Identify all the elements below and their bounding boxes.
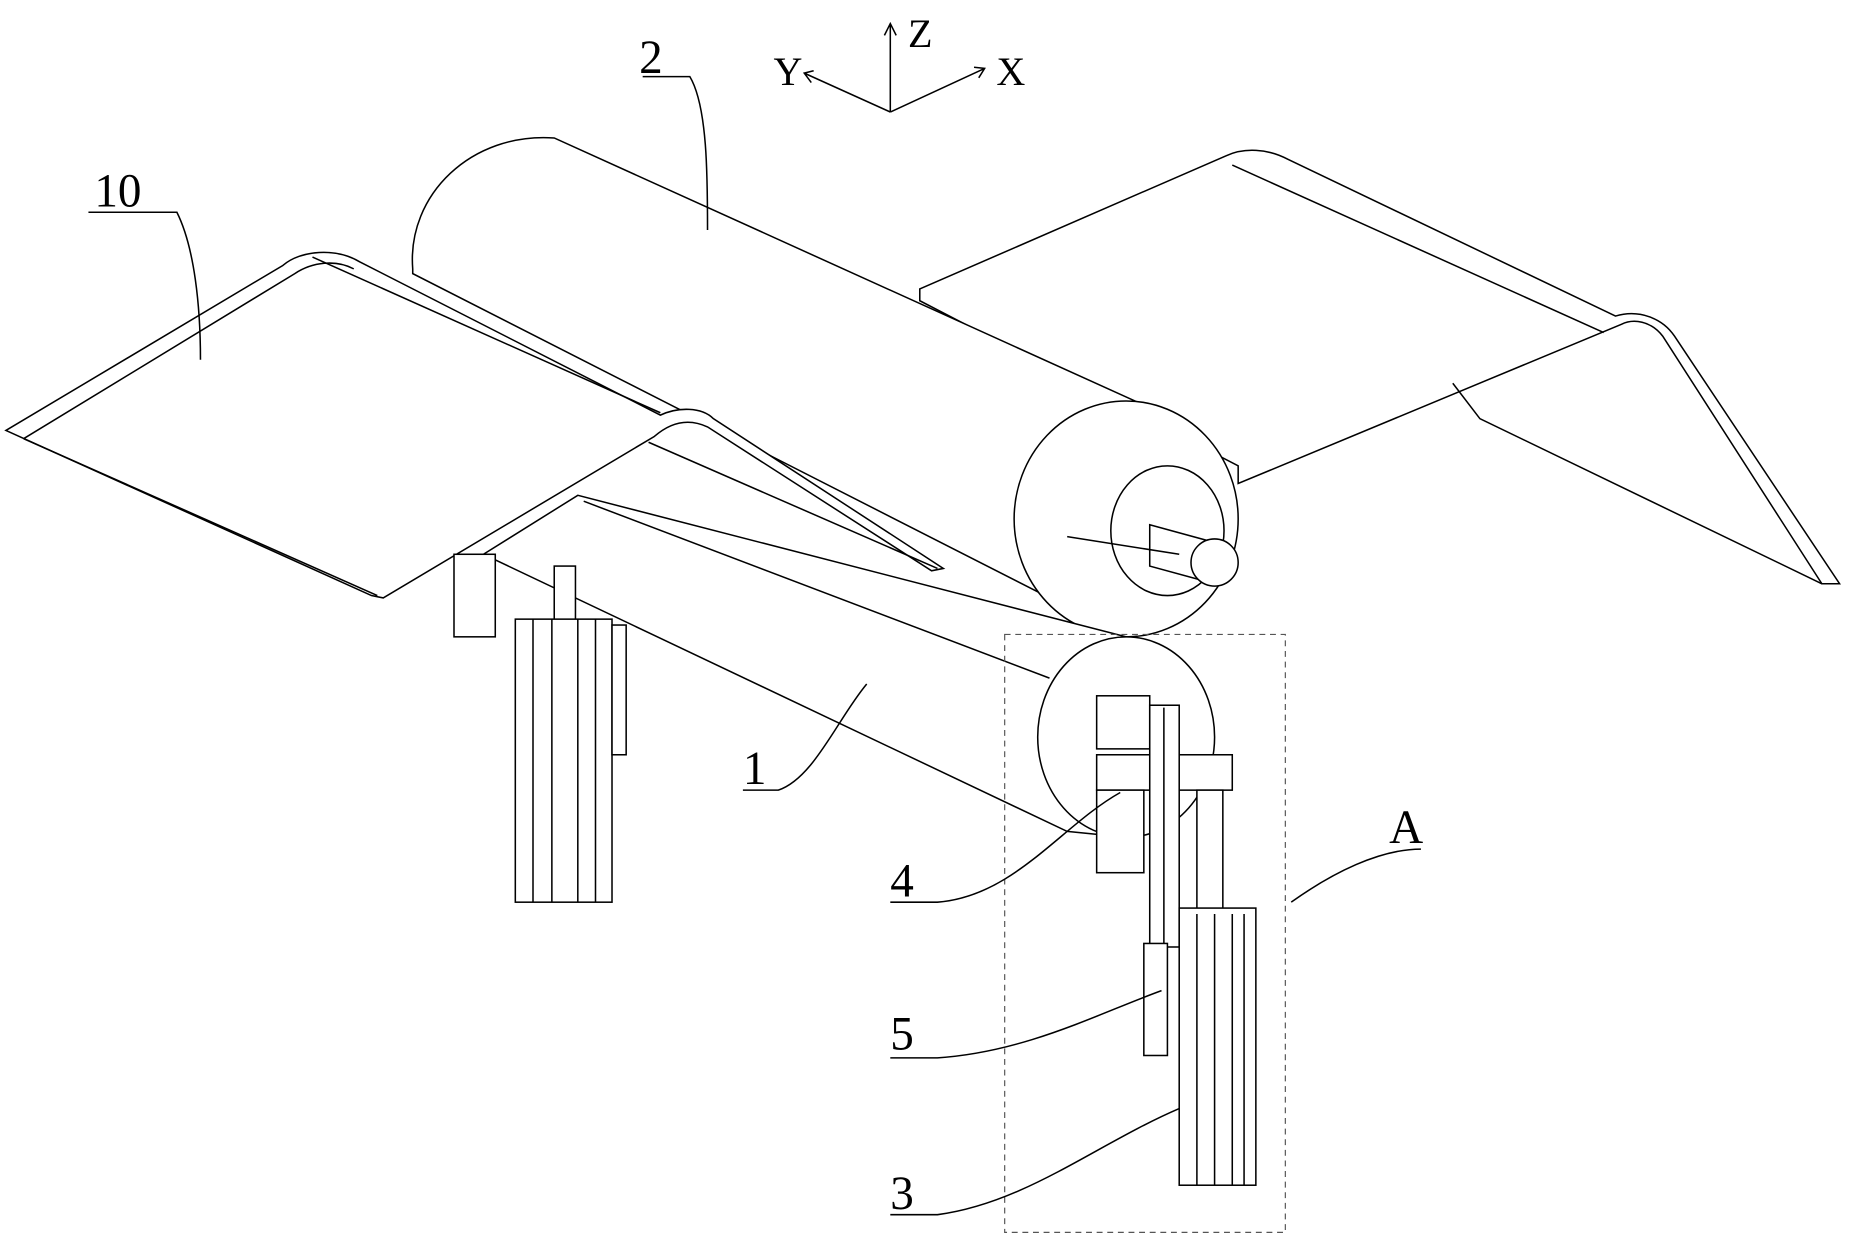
right-mechanism xyxy=(1097,696,1256,1185)
axis-x-label: X xyxy=(996,49,1025,94)
label-10: 10 xyxy=(94,165,141,217)
label-3: 3 xyxy=(890,1168,914,1220)
label-5: 5 xyxy=(890,1009,914,1061)
axis-y-label: Y xyxy=(774,49,803,94)
label-1: 1 xyxy=(743,743,767,795)
label-2: 2 xyxy=(639,32,663,84)
axis-triad: Z Y X xyxy=(774,11,1026,112)
label-4: 4 xyxy=(890,855,914,907)
axis-z-label: Z xyxy=(908,11,932,56)
label-A: A xyxy=(1389,802,1423,854)
